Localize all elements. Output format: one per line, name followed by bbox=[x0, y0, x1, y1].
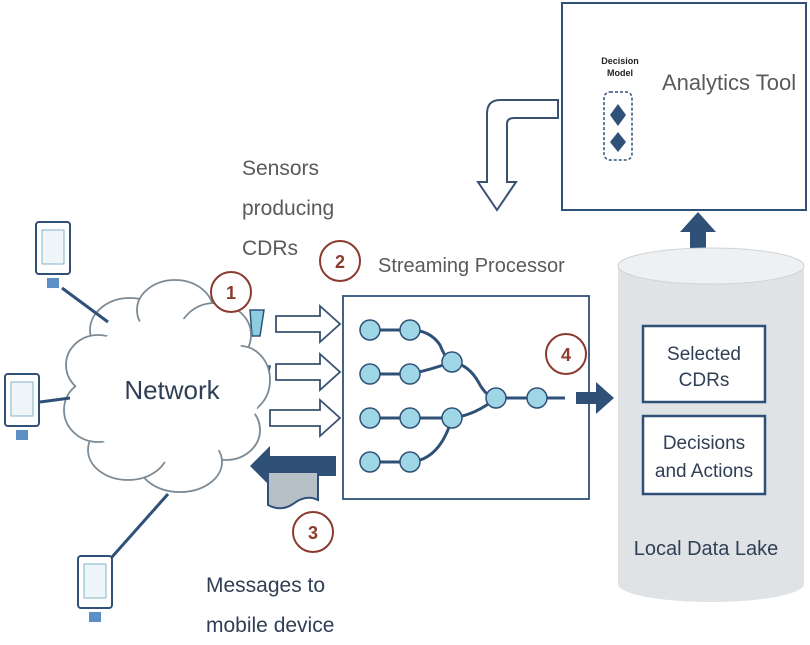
step-marker-2: 2 bbox=[319, 240, 361, 282]
mobile-device-icon bbox=[4, 373, 40, 440]
node bbox=[359, 451, 381, 473]
sensors-label: Sensors bbox=[242, 157, 319, 180]
sensor-data-arrows bbox=[269, 303, 342, 439]
node bbox=[399, 407, 421, 429]
processing-nodes bbox=[359, 319, 548, 473]
output-arrow bbox=[576, 382, 614, 414]
node bbox=[399, 451, 421, 473]
decision-model-icon bbox=[603, 91, 633, 161]
step-marker-4: 4 bbox=[545, 333, 587, 375]
feedback-arrow bbox=[476, 99, 559, 212]
node bbox=[359, 407, 381, 429]
decision-model-label-2: Model bbox=[607, 68, 633, 78]
sensor-arrow bbox=[275, 351, 342, 393]
streaming-processor-label: Streaming Processor bbox=[378, 255, 565, 277]
selected-cdrs-box bbox=[641, 324, 767, 404]
device-links bbox=[39, 286, 170, 567]
analytics-tool-label: Analytics Tool bbox=[662, 70, 796, 95]
decisions-actions-label-2: and Actions bbox=[655, 461, 753, 482]
mobile-device-icon bbox=[77, 555, 113, 622]
sensors-label-3: CDRs bbox=[242, 237, 298, 260]
node bbox=[399, 319, 421, 341]
messages-label-2: mobile device bbox=[206, 614, 334, 637]
node bbox=[526, 387, 548, 409]
network-cloud-fill bbox=[76, 318, 260, 462]
step-number: 3 bbox=[308, 523, 318, 543]
analytics-tool-box bbox=[561, 2, 807, 211]
node bbox=[399, 363, 421, 385]
selected-cdrs-label-2: CDRs bbox=[679, 370, 730, 391]
node bbox=[359, 319, 381, 341]
selected-cdrs-label: Selected bbox=[667, 344, 741, 365]
decisions-actions-box bbox=[641, 414, 767, 496]
message-document-icon bbox=[267, 471, 319, 510]
network-label: Network bbox=[124, 375, 220, 405]
node bbox=[441, 351, 463, 373]
mobile-device-icon bbox=[35, 221, 71, 288]
local-data-lake-label: Local Data Lake bbox=[634, 538, 779, 560]
node bbox=[485, 387, 507, 409]
decisions-actions-label: Decisions bbox=[663, 433, 745, 454]
sensor-arrow bbox=[269, 397, 342, 439]
step-number: 2 bbox=[335, 252, 345, 272]
node bbox=[359, 363, 381, 385]
messages-label: Messages to bbox=[206, 574, 325, 597]
sensor-arrow bbox=[275, 303, 342, 345]
node bbox=[441, 407, 463, 429]
sensors-label-2: producing bbox=[242, 197, 334, 220]
step-number: 1 bbox=[226, 283, 236, 303]
step-marker-1: 1 bbox=[210, 271, 252, 313]
step-marker-3: 3 bbox=[292, 511, 334, 553]
decision-model-label: Decision bbox=[601, 56, 639, 66]
messages-return-arrow bbox=[250, 446, 336, 510]
step-number: 4 bbox=[561, 345, 571, 365]
